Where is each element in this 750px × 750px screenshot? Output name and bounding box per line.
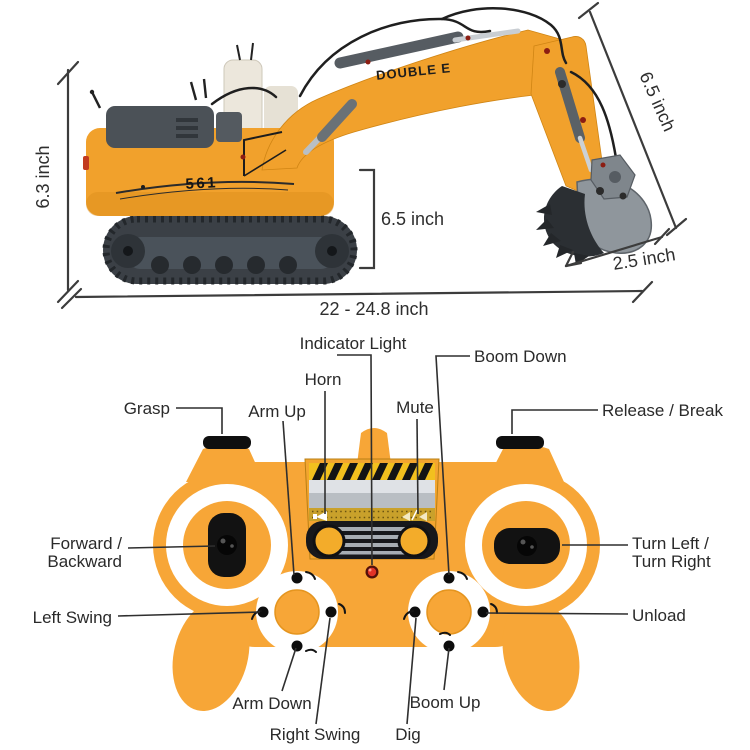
forward-backward-label-line1: Forward / <box>50 534 122 553</box>
boom-down-button <box>443 572 455 584</box>
grasp-label: Grasp <box>124 399 170 418</box>
grasp-shoulder-button <box>203 436 251 449</box>
turn-label-line1: Turn Left / <box>632 534 709 553</box>
dig-leader-line <box>406 617 417 725</box>
controller-annotations: Grasp Arm Up Horn Indicator Light Mute B… <box>33 334 724 744</box>
mute-icon <box>402 509 427 521</box>
horn-button <box>312 524 346 558</box>
hazard-stripes <box>312 463 433 480</box>
model-number: 561 <box>185 174 218 193</box>
length-dimension-label: 22 - 24.8 inch <box>319 299 428 319</box>
horn-label: Horn <box>305 370 342 389</box>
excavator-boom: DOUBLE E <box>240 28 604 197</box>
right-swing-leader-line <box>315 617 331 725</box>
left-grip <box>172 598 250 712</box>
release-shoulder-button <box>496 436 544 449</box>
height-dimension-label: 6.3 inch <box>33 145 53 208</box>
forward-backward-label-line2: Backward <box>47 552 122 571</box>
mute-leader-line <box>416 418 419 515</box>
excavator-bucket <box>536 154 653 265</box>
right-swing-button <box>325 606 337 618</box>
arm-up-leader-line <box>282 420 295 576</box>
arm-down-button <box>291 640 303 652</box>
mini-excavator-glyphs-right <box>403 571 498 636</box>
left-swing-label: Left Swing <box>33 608 112 627</box>
right-grip <box>502 598 580 712</box>
arm-up-label: Arm Up <box>248 402 306 421</box>
mute-button <box>397 524 431 558</box>
indicator-led <box>365 565 379 579</box>
unload-label: Unload <box>632 606 686 625</box>
controller-illustration <box>153 428 600 712</box>
left-dpad <box>251 571 346 653</box>
cab-height-dimension-label: 6.5 inch <box>381 209 444 229</box>
boom-up-label: Boom Up <box>410 693 481 712</box>
boom-up-leader-line <box>443 647 450 691</box>
left-swing-leader-line <box>117 611 261 617</box>
arm-down-leader-line <box>281 647 297 692</box>
mute-label: Mute <box>396 398 434 417</box>
turn-label-line2: Turn Right <box>632 552 711 571</box>
dig-button <box>409 606 421 618</box>
indicator-light-leader-line <box>337 354 373 566</box>
left-swing-button <box>257 606 269 618</box>
left-joystick <box>166 484 288 606</box>
arm-up-button <box>291 572 303 584</box>
grasp-leader-line <box>176 407 223 434</box>
indicator-light-label: Indicator Light <box>300 334 407 353</box>
boom-down-leader-line <box>435 355 470 576</box>
right-joystick <box>465 484 587 606</box>
height-dimension: 6.3 inch <box>33 60 80 304</box>
right-swing-label: Right Swing <box>270 725 361 744</box>
boom-up-button <box>443 640 455 652</box>
arm-down-label: Arm Down <box>232 694 311 713</box>
unload-button <box>477 606 489 618</box>
right-dpad <box>403 571 498 653</box>
forward-backward-leader-line <box>127 545 216 549</box>
unload-leader-line <box>485 612 629 615</box>
cab-height-dimension: 6.5 inch <box>358 168 444 270</box>
boom-down-label: Boom Down <box>474 347 567 366</box>
excavator-illustration: 561 DOUBLE E <box>83 7 653 285</box>
excavator-tracks <box>102 215 358 285</box>
release-break-label: Release / Break <box>602 401 723 420</box>
release-break-leader-line <box>511 409 598 434</box>
dig-label: Dig <box>395 725 421 744</box>
arm-dimension-label: 6.5 inch <box>636 69 680 135</box>
length-dimension: 22 - 24.8 inch <box>60 280 654 319</box>
